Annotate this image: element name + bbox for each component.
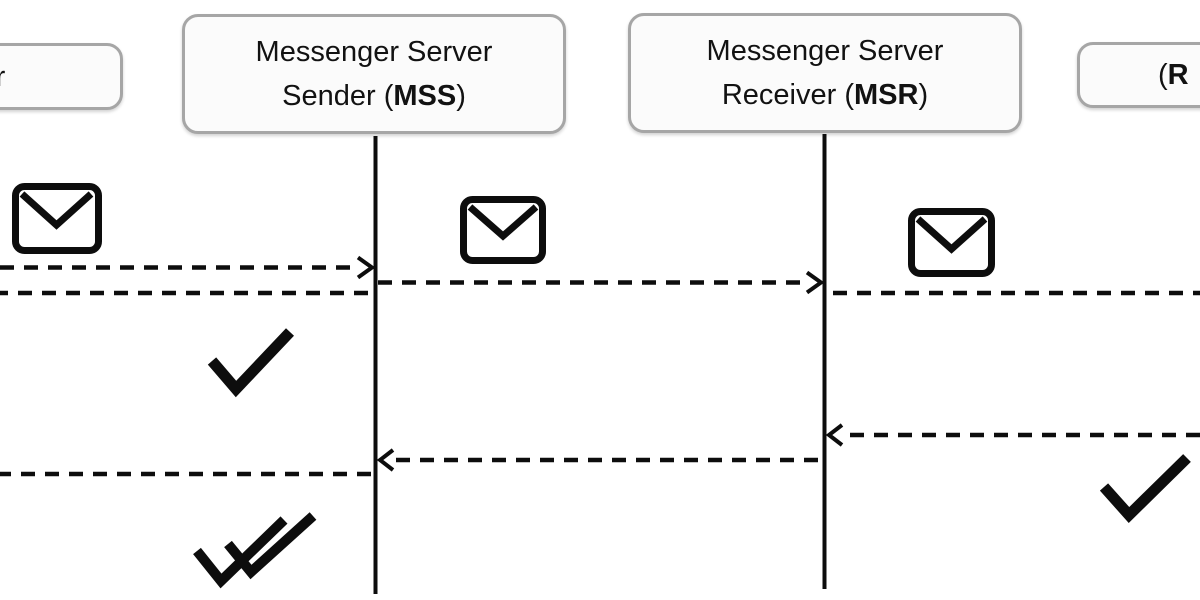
actor-label-msr-line2: Receiver (MSR) <box>722 73 928 117</box>
actor-label-mss-line2: Sender (MSS) <box>282 74 466 118</box>
arrowhead-right-icon <box>805 270 825 295</box>
double-check-icon <box>193 512 317 589</box>
check-icon <box>207 328 294 398</box>
envelope-icon <box>12 183 102 254</box>
actor-label-mss-line1: Messenger Server <box>255 36 493 68</box>
arrowhead-left-icon <box>825 423 844 447</box>
message-arrow-sender-to-mss <box>0 255 376 280</box>
check-icon <box>1099 454 1191 523</box>
actor-label-receiver-prefix: ( <box>1158 59 1168 91</box>
actor-label-msr-prefix: Receiver ( <box>721 79 855 111</box>
envelope-icon <box>908 208 995 277</box>
message-arrow-mss-to-msr <box>378 270 825 295</box>
actor-abbr-msr: MSR <box>854 79 919 111</box>
actor-label-msr-line1: Messenger Server <box>706 35 944 67</box>
actor-box-mss: Messenger Server Sender (MSS) <box>182 14 566 134</box>
actor-label-mss-prefix: Sender ( <box>282 80 394 112</box>
actor-abbr-mss: MSS <box>393 80 457 112</box>
actor-box-sender-partial: r <box>0 43 123 110</box>
ack-arrow-msr-to-mss <box>376 448 818 472</box>
actor-label-sender-fragment: r <box>0 60 6 93</box>
actor-abbr-receiver: R <box>1167 59 1189 91</box>
actor-label-mss-suffix: ) <box>456 80 466 112</box>
envelope-icon <box>460 196 546 264</box>
actor-box-receiver-partial: (R <box>1077 42 1200 108</box>
actor-box-msr: Messenger Server Receiver (MSR) <box>628 13 1022 133</box>
arrowhead-right-icon <box>356 255 376 280</box>
arrowhead-left-icon <box>376 448 395 472</box>
ack-arrow-receiver-to-msr <box>825 423 1200 447</box>
actor-label-msr-suffix: ) <box>918 79 929 111</box>
